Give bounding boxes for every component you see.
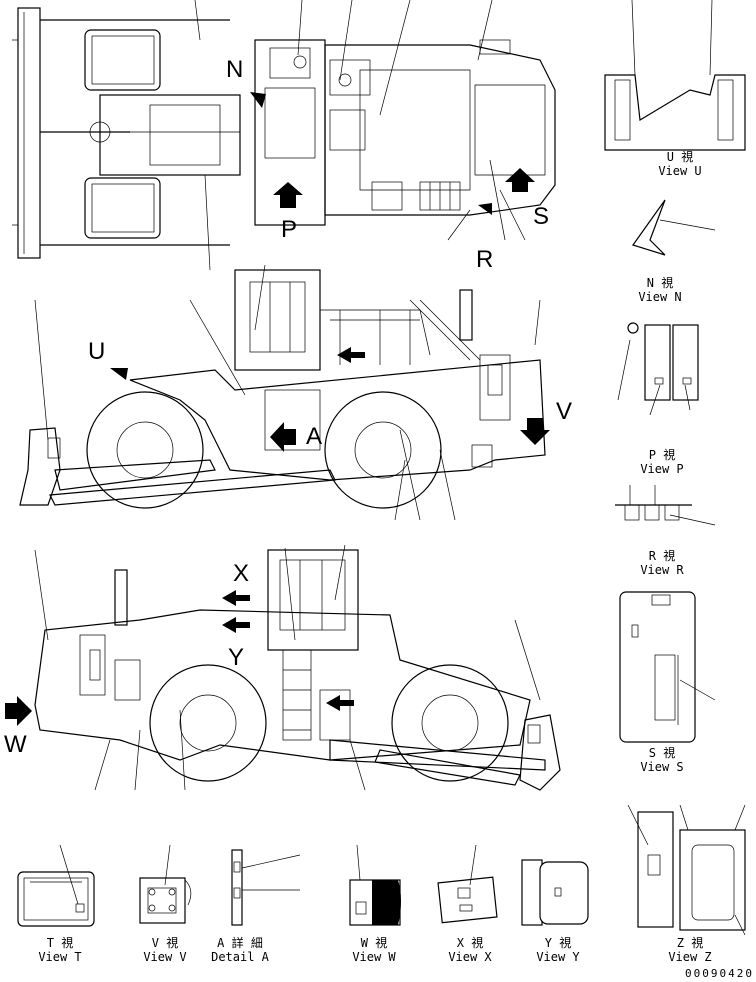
caption-jp: P 視 — [648, 448, 676, 462]
caption-jp: X 視 — [456, 936, 484, 950]
caption-view-r: R 視 View R — [622, 549, 702, 577]
caption-view-x: X 視 View X — [430, 936, 510, 964]
view-v-drawing — [139, 844, 192, 924]
caption-view-s: S 視 View S — [622, 746, 702, 774]
caption-en: View T — [38, 950, 82, 964]
caption-jp: Z 視 — [676, 936, 704, 950]
caption-jp: W 視 — [360, 936, 388, 950]
view-y-drawing — [521, 859, 589, 926]
view-s-drawing — [619, 591, 716, 743]
caption-jp: V 視 — [151, 936, 179, 950]
view-w-drawing — [349, 844, 401, 926]
caption-en: View V — [143, 950, 187, 964]
caption-detail-a: A 詳 細 Detail A — [200, 936, 280, 964]
caption-en: View N — [638, 290, 682, 304]
caption-jp: Y 視 — [544, 936, 572, 950]
caption-view-z: Z 視 View Z — [650, 936, 730, 964]
caption-view-p: P 視 View P — [622, 448, 702, 476]
caption-en: View Y — [536, 950, 580, 964]
view-letter-n: N — [226, 56, 244, 83]
caption-en: View S — [640, 760, 684, 774]
view-letter-x: X — [233, 560, 250, 587]
caption-view-w: W 視 View W — [334, 936, 414, 964]
caption-view-u: U 視 View U — [640, 150, 720, 178]
view-letter-a: A — [306, 423, 323, 450]
caption-jp: R 視 — [648, 549, 676, 563]
caption-jp: A 詳 細 — [217, 936, 263, 950]
view-letter-y: Y — [228, 644, 245, 671]
view-z-drawing — [627, 804, 746, 936]
view-u-drawing — [604, 0, 746, 151]
view-letter-u: U — [88, 338, 106, 365]
view-letter-v: V — [556, 398, 573, 425]
view-letter-w: W — [4, 731, 27, 758]
top-plan-view — [12, 0, 556, 271]
caption-view-y: Y 視 View Y — [518, 936, 598, 964]
caption-view-v: V 視 View V — [125, 936, 205, 964]
view-x-drawing — [437, 844, 498, 924]
caption-en: View W — [352, 950, 396, 964]
side-view-upper — [19, 264, 550, 521]
caption-en: View R — [640, 563, 684, 577]
caption-en: Detail A — [211, 950, 269, 964]
caption-jp: S 視 — [648, 746, 676, 760]
view-letter-p: P — [281, 216, 298, 243]
caption-jp: U 視 — [666, 150, 694, 164]
caption-en: View P — [640, 462, 684, 476]
caption-en: View Z — [668, 950, 712, 964]
view-n-drawing — [632, 199, 716, 256]
caption-jp: N 視 — [646, 276, 674, 290]
caption-view-n: N 視 View N — [620, 276, 700, 304]
view-letter-r: R — [476, 246, 494, 273]
caption-en: View U — [658, 164, 702, 178]
view-r-drawing — [615, 485, 716, 526]
view-letter-s: S — [533, 203, 550, 230]
caption-jp: T 視 — [46, 936, 74, 950]
view-p-drawing — [617, 322, 699, 416]
caption-view-t: T 視 View T — [20, 936, 100, 964]
caption-en: View X — [448, 950, 492, 964]
side-view-lower — [5, 544, 561, 791]
view-t-drawing — [17, 844, 95, 927]
detail-a-drawing — [231, 849, 301, 926]
document-number: 00090420 — [685, 967, 754, 980]
